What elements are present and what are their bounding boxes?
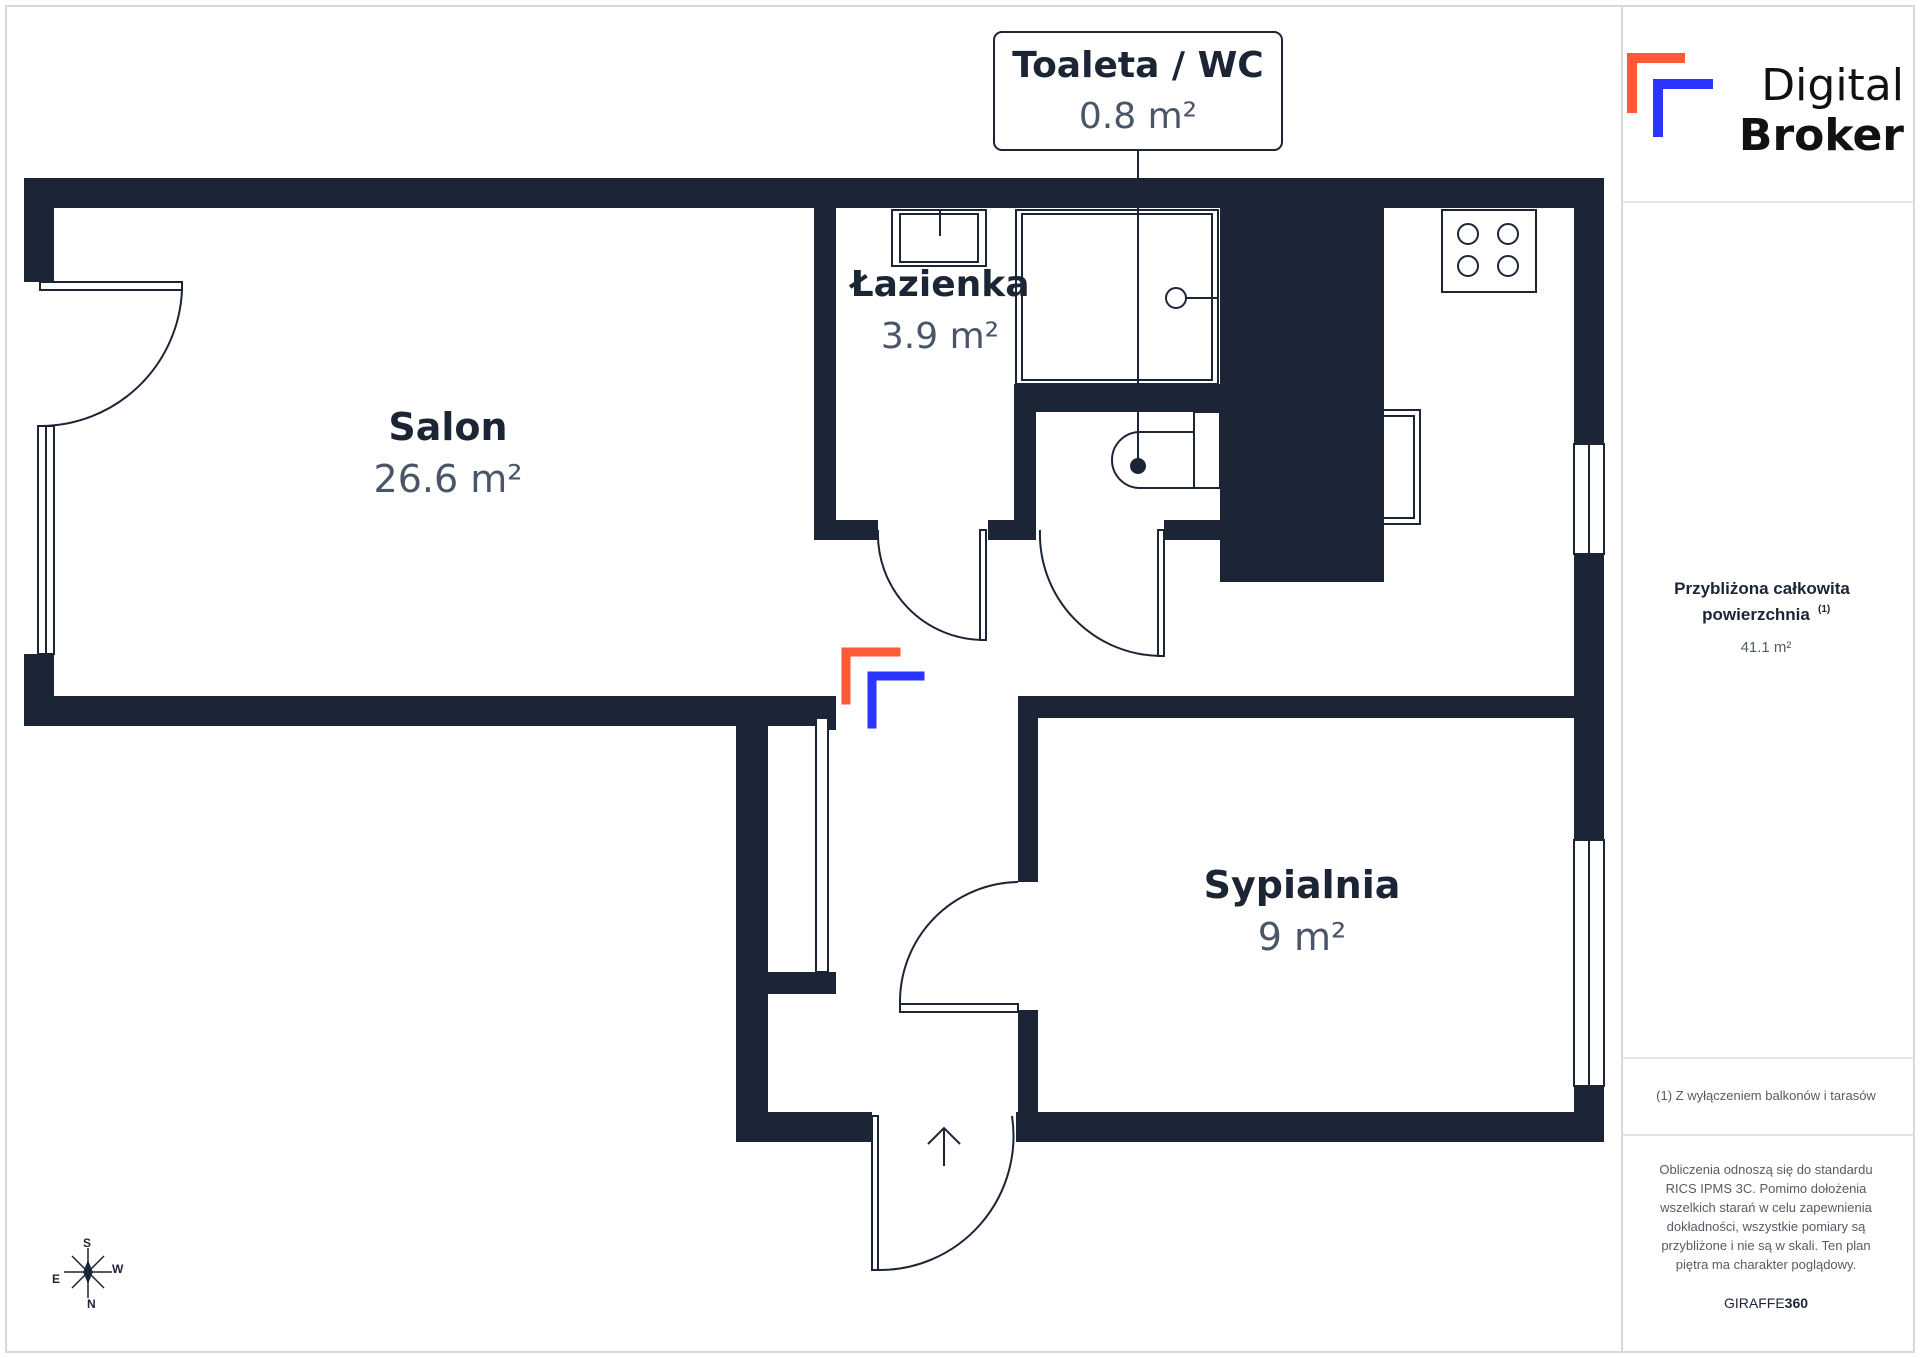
wall-bottom-right — [1016, 1112, 1604, 1142]
door-swing-salon — [39, 289, 183, 428]
room-area-lazienka: 3.9 m² — [881, 316, 999, 357]
wall-closet-bottom — [768, 972, 836, 994]
summary-title-line1: Przybliżona całkowita — [1674, 579, 1850, 598]
disclaimer-line: piętra ma charakter poglądowy. — [1676, 1257, 1856, 1272]
room-area-sypialnia: 9 m² — [1258, 915, 1347, 959]
brand-logo-icon — [1627, 53, 1713, 137]
toilet-bowl — [1111, 431, 1194, 489]
wall-bedroom-left-top — [1018, 718, 1038, 882]
room-name-sypialnia: Sypialnia — [1204, 863, 1401, 907]
wall-salon-bottom — [24, 696, 836, 726]
door-swing-entrance — [877, 1115, 1015, 1272]
wall-top — [24, 178, 1604, 208]
wall-right-a — [1574, 178, 1604, 444]
disclaimer-line: Obliczenia odnoszą się do standardu — [1659, 1162, 1872, 1177]
summary-total-area: 41.1 m² — [1741, 639, 1792, 656]
disclaimer-line: RICS IPMS 3C. Pomimo dołożenia — [1666, 1181, 1868, 1196]
disclaimer-line: przybliżone i nie są w skali. Ten plan — [1661, 1238, 1870, 1253]
brand-footer-prefix: GIRAFFE — [1724, 1295, 1785, 1311]
watermark-logo-icon — [841, 647, 925, 729]
door-swing-bath — [876, 529, 985, 641]
wall-bath-bottom-left — [814, 520, 878, 540]
doors — [39, 281, 1165, 1272]
door-swing-bedroom — [898, 881, 1019, 1005]
disclaimer-line: dokładności, wszystkie pomiary są — [1667, 1219, 1866, 1234]
door-leaf-bath — [979, 529, 987, 641]
walls — [24, 178, 1604, 1142]
room-name-toaleta: Toaleta / WC — [1012, 45, 1263, 86]
room-name-salon: Salon — [388, 405, 507, 449]
brand-footer: GIRAFFE360 — [1724, 1295, 1808, 1311]
wall-wc-top — [1014, 384, 1240, 412]
room-area-salon: 26.6 m² — [374, 457, 523, 501]
door-leaf-wc — [1157, 529, 1165, 657]
door-leaf-entrance — [871, 1115, 879, 1271]
callout-box — [993, 31, 1283, 151]
wall-bath-divider — [1014, 384, 1036, 540]
window-closet — [815, 717, 829, 973]
wall-bedroom-top — [1018, 696, 1604, 718]
wall-bath-left — [814, 208, 836, 540]
brand-logo-line2: Broker — [1739, 110, 1904, 161]
windows — [37, 425, 1605, 1087]
door-leaf-bedroom — [899, 1003, 1019, 1013]
entrance-arrow-head — [927, 1126, 961, 1145]
brand-logo-line1: Digital — [1761, 60, 1904, 111]
door-leaf-salon — [39, 281, 183, 291]
room-name-lazienka: Łazienka — [849, 264, 1030, 305]
disclaimer-line: wszelkich starań w celu zapewnienia — [1659, 1200, 1872, 1215]
wall-left-top — [24, 178, 54, 282]
compass-w: W — [112, 1262, 124, 1276]
footnote-text: (1) Z wyłączeniem balkonów i tarasów — [1656, 1088, 1876, 1103]
brand-footer-suffix: 360 — [1785, 1295, 1809, 1311]
wall-bedroom-left-bottom — [1018, 1010, 1038, 1112]
cooktop — [1441, 209, 1537, 293]
watermark-mark-orange — [841, 647, 901, 705]
summary-title-line2: powierzchnia — [1702, 605, 1810, 624]
summary-footnote-mark: (1) — [1818, 604, 1830, 615]
room-area-toaleta: 0.8 m² — [1079, 96, 1197, 137]
compass-n: N — [87, 1297, 96, 1311]
compass-e: E — [52, 1272, 60, 1286]
page-border — [5, 5, 1915, 1353]
door-swing-wc — [1038, 529, 1163, 657]
toilet-tank — [1193, 411, 1221, 489]
compass-icon — [64, 1248, 112, 1298]
fixtures — [891, 209, 1537, 525]
wall-corridor-left — [736, 726, 768, 1142]
sink-kitchen — [1351, 409, 1421, 525]
compass-s: S — [83, 1236, 91, 1250]
shaft-extension — [1240, 208, 1384, 408]
wall-bath-bottom-mid — [988, 520, 1036, 540]
watermark-mark-blue — [867, 671, 925, 729]
